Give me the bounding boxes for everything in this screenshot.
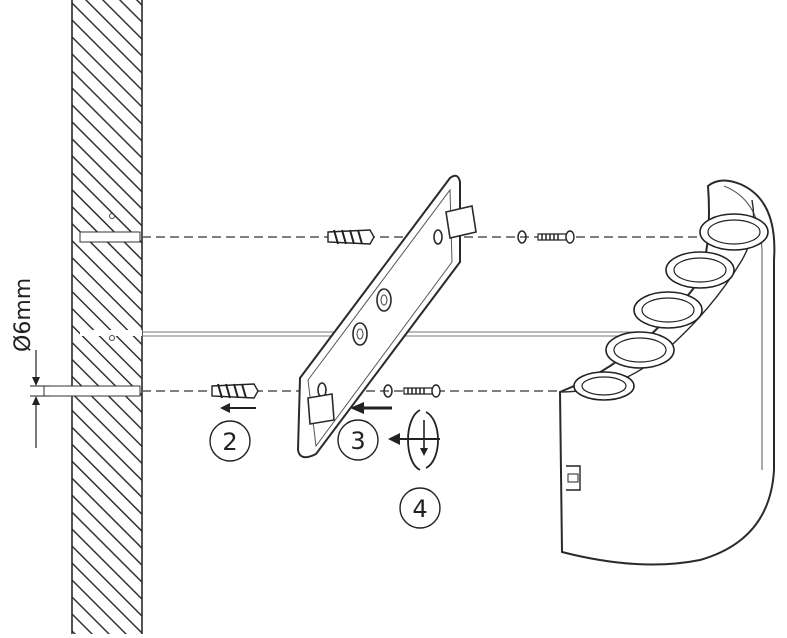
wall bbox=[71, 0, 143, 634]
mounting-bracket bbox=[296, 174, 477, 459]
arrow-step-2 bbox=[220, 403, 256, 413]
drill-holes bbox=[43, 213, 142, 397]
arrow-step-3 bbox=[350, 402, 392, 414]
step-3-marker: 3 bbox=[337, 419, 379, 461]
step-2-marker: 2 bbox=[209, 420, 251, 462]
step-4-number: 4 bbox=[412, 495, 427, 523]
screw-lower bbox=[383, 384, 441, 398]
wall-plug-lower bbox=[211, 383, 259, 399]
step-4-marker: 4 bbox=[399, 487, 441, 529]
rotation-icon bbox=[407, 409, 439, 471]
diameter-label: Ø6mm bbox=[11, 278, 36, 352]
step-2-number: 2 bbox=[222, 428, 237, 456]
wall-plug-upper bbox=[327, 229, 375, 245]
light-fixture bbox=[558, 179, 776, 566]
arrow-step-4 bbox=[388, 433, 440, 445]
step-3-number: 3 bbox=[350, 427, 365, 455]
screw-upper bbox=[517, 230, 575, 244]
hole-diameter-marker bbox=[30, 350, 50, 448]
